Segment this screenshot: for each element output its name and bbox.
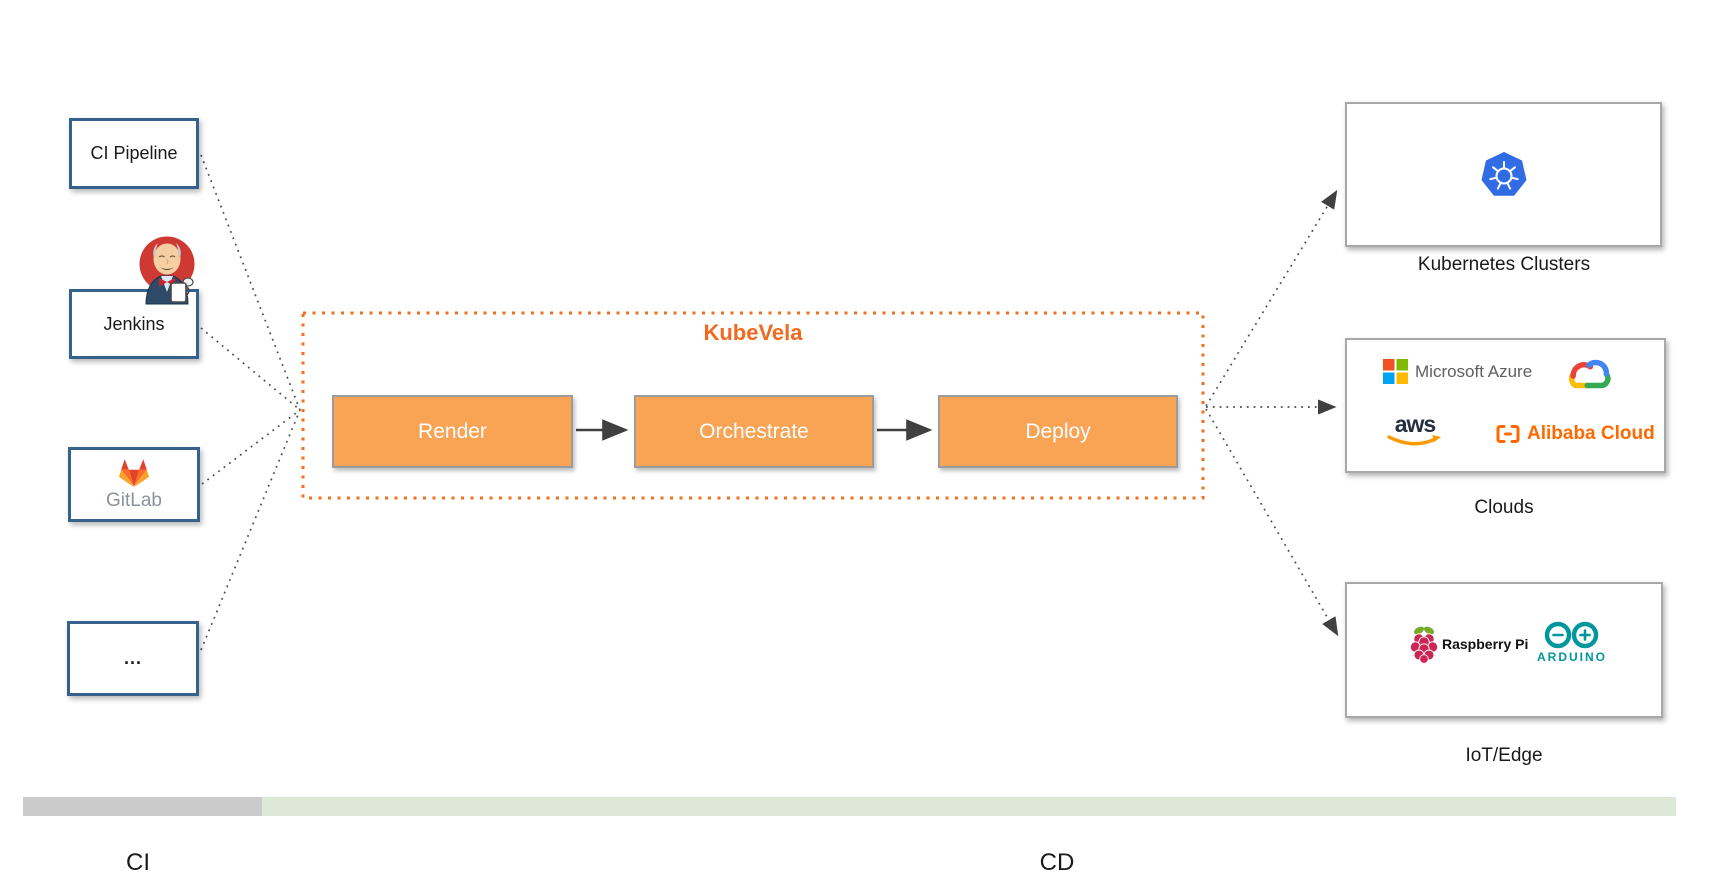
cd-phase-label: CD	[1039, 849, 1075, 876]
kubernetes-icon	[1481, 151, 1526, 196]
alibaba-brackets-icon	[1496, 425, 1520, 443]
microsoft-azure-logo: Microsoft Azure	[1383, 359, 1532, 384]
microsoft-squares-icon	[1383, 359, 1408, 384]
arrow-kubevela-to-iot	[1205, 408, 1339, 637]
orchestrate-label: Orchestrate	[699, 419, 809, 443]
raspberry-icon	[1409, 626, 1439, 664]
ci-pipeline-label: CI Pipeline	[90, 143, 178, 163]
arduino-logo: ARDUINO	[1537, 620, 1607, 663]
more-sources-label: ...	[123, 648, 142, 668]
aws-label: aws	[1394, 411, 1436, 437]
iot-edge-label: IoT/Edge	[1465, 745, 1543, 766]
ci-phase-bar	[23, 797, 262, 816]
orchestrate-step-box: Orchestrate	[634, 395, 874, 468]
microsoft-azure-label: Microsoft Azure	[1415, 361, 1533, 381]
aws-logo: aws	[1387, 411, 1443, 448]
gitlab-box: GitLab	[68, 447, 200, 522]
jenkins-mascot-icon	[139, 236, 195, 305]
cd-connectors	[1205, 189, 1339, 637]
arrow-gitlab-to-kubevela	[201, 409, 301, 485]
gitlab-tanuki-icon	[118, 458, 150, 487]
arrow-ci-pipeline-to-kubevela	[200, 154, 301, 411]
google-cloud-icon	[1568, 359, 1611, 389]
arrow-jenkins-to-kubevela	[200, 327, 301, 411]
clouds-label: Clouds	[1474, 497, 1534, 518]
cd-phase-bar	[262, 797, 1676, 816]
arrow-more-to-kubevela	[200, 409, 301, 651]
kubevela-title: KubeVela	[703, 320, 803, 345]
raspberry-pi-logo: Raspberry Pi	[1409, 624, 1528, 664]
jenkins-label: Jenkins	[103, 313, 165, 334]
kubernetes-clusters-label: Kubernetes Clusters	[1417, 254, 1591, 275]
more-sources-box: ...	[67, 621, 199, 696]
alibaba-cloud-logo: Alibaba Cloud	[1495, 423, 1655, 445]
deploy-label: Deploy	[1025, 419, 1091, 443]
deploy-step-box: Deploy	[938, 395, 1178, 468]
arduino-label: ARDUINO	[1537, 650, 1607, 664]
alibaba-cloud-label: Alibaba Cloud	[1527, 423, 1655, 444]
raspberry-pi-label: Raspberry Pi	[1442, 636, 1529, 652]
clouds-box: Microsoft Azure aws	[1345, 338, 1666, 473]
gitlab-label: GitLab	[106, 489, 162, 511]
kubernetes-clusters-box	[1345, 102, 1662, 247]
aws-smile-icon	[1387, 435, 1441, 446]
iot-edge-box: Raspberry Pi ARDUINO	[1345, 582, 1663, 718]
render-label: Render	[418, 419, 487, 443]
arduino-infinity-icon	[1544, 621, 1599, 649]
ci-phase-label: CI	[126, 849, 150, 876]
ci-connectors	[200, 154, 301, 651]
render-step-box: Render	[332, 395, 573, 468]
jenkins-box: Jenkins	[69, 289, 199, 359]
ci-pipeline-box: CI Pipeline	[69, 118, 199, 189]
arrow-kubevela-to-kubernetes	[1205, 189, 1338, 407]
google-cloud-logo	[1563, 352, 1613, 394]
